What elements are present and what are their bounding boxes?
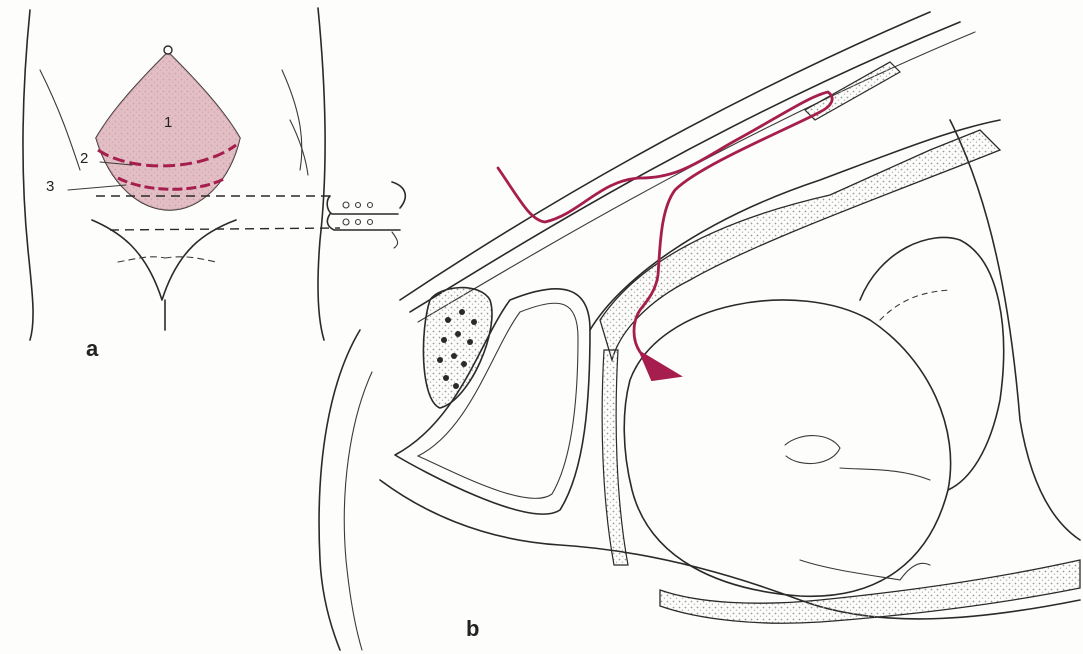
fetal-head-outline xyxy=(624,300,950,596)
inguinal-dashed-right xyxy=(165,257,216,262)
incision-arrow-head xyxy=(640,352,680,380)
inguinal-dashed-left xyxy=(118,257,165,262)
right-waist-line xyxy=(282,70,302,170)
right-skin-fold xyxy=(290,120,308,175)
fetal-ear xyxy=(785,436,840,464)
rectum-band xyxy=(660,560,1080,623)
panel-a-drawing xyxy=(23,8,405,340)
anterior-outline-inner xyxy=(344,372,372,650)
level-line-lower xyxy=(110,228,340,230)
region-1-label: 1 xyxy=(164,114,172,131)
fetal-limb-dashed xyxy=(880,290,950,320)
leader-line-3 xyxy=(68,185,126,190)
region-3-label: 3 xyxy=(46,178,54,195)
lower-segment-strip xyxy=(602,350,628,565)
fetal-face-line xyxy=(840,468,930,480)
pubic-triangle xyxy=(92,220,236,300)
fetal-body-outline xyxy=(860,238,1004,491)
anterior-outline xyxy=(319,330,360,650)
panel-a-label: a xyxy=(86,336,98,362)
region-2-label: 2 xyxy=(80,150,88,167)
bladder-outline xyxy=(395,289,590,514)
fingers-sketch xyxy=(327,182,405,248)
panel-b-label: b xyxy=(466,616,479,642)
posterior-uterine-wall xyxy=(950,120,1080,540)
left-waist-line xyxy=(40,70,80,170)
right-flank-outline xyxy=(318,8,325,340)
panel-b-drawing xyxy=(319,12,1080,650)
fetal-face-profile xyxy=(800,560,930,580)
umbilicus-mark xyxy=(164,46,172,54)
abdominal-wall-outer xyxy=(400,12,930,300)
left-flank-outline xyxy=(23,10,33,340)
region-1-tint xyxy=(96,52,240,210)
